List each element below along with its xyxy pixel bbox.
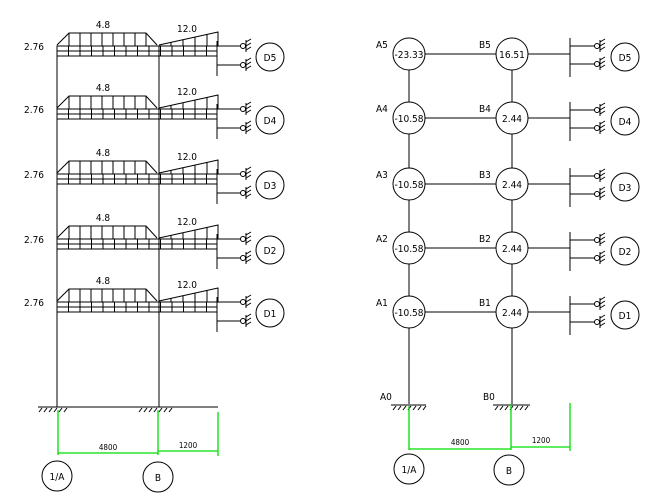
svg-text:D1: D1 xyxy=(264,309,277,320)
svg-text:D4: D4 xyxy=(264,116,277,127)
svg-text:B1: B1 xyxy=(479,298,491,309)
load-label-left: 4.8 xyxy=(96,276,111,287)
svg-text:2.44: 2.44 xyxy=(502,114,522,125)
node-b3: 2.44 B3 xyxy=(479,167,529,201)
height-label: 2.76 xyxy=(24,298,44,309)
svg-text:A5: A5 xyxy=(376,40,388,51)
svg-text:2.44: 2.44 xyxy=(502,180,522,191)
load-label-left: 4.8 xyxy=(96,213,111,224)
svg-text:A3: A3 xyxy=(376,170,388,181)
svg-text:2.44: 2.44 xyxy=(502,308,522,319)
floor-bubble-d2: D2 xyxy=(610,236,640,266)
svg-text:D1: D1 xyxy=(619,311,632,322)
floor-bubble-d1: D1 xyxy=(610,300,640,330)
floor-bubble-d4: D4 xyxy=(610,106,640,136)
load-label-right: 12.0 xyxy=(177,280,197,291)
load-label-left: 4.8 xyxy=(96,20,111,31)
svg-text:A2: A2 xyxy=(376,234,388,245)
floor-bubble-d1: D1 xyxy=(255,298,285,328)
axis-bubble-1a: 1/A xyxy=(41,460,73,492)
node-b4: 2.44 B4 xyxy=(479,101,529,135)
svg-text:2.44: 2.44 xyxy=(502,244,522,255)
load-label-right: 12.0 xyxy=(177,152,197,163)
axis-bubble-b: B xyxy=(142,461,174,493)
svg-text:D4: D4 xyxy=(619,117,632,128)
load-label-right: 12.0 xyxy=(177,217,197,228)
node-b2: 2.44 B2 xyxy=(479,231,529,265)
floor-bubble-d4: D4 xyxy=(255,105,285,135)
load-label-right: 12.0 xyxy=(177,87,197,98)
node-b1: 2.44 B1 xyxy=(479,295,529,329)
load-label-right: 12.0 xyxy=(177,24,197,35)
floor-bubble-d3: D3 xyxy=(610,172,640,202)
floor-bubble-d5: D5 xyxy=(610,42,640,72)
node-a4: -10.58 A4 xyxy=(376,101,426,135)
height-label: 2.76 xyxy=(24,170,44,181)
node-a5: -23.33 A5 xyxy=(376,37,426,71)
floor-bubble-d2: D2 xyxy=(255,235,285,265)
load-label-left: 4.8 xyxy=(96,83,111,94)
load-label-left: 4.8 xyxy=(96,148,111,159)
svg-text:B4: B4 xyxy=(479,104,491,115)
floor-bubble-d3: D3 xyxy=(255,170,285,200)
svg-text:D5: D5 xyxy=(619,53,632,64)
node-a1: -10.58 A1 xyxy=(376,295,426,329)
svg-text:-10.58: -10.58 xyxy=(395,180,424,191)
svg-text:D2: D2 xyxy=(264,246,277,257)
node-a2: -10.58 A2 xyxy=(376,231,426,265)
svg-text:A4: A4 xyxy=(376,104,388,115)
support-a0 xyxy=(391,404,427,411)
svg-text:B: B xyxy=(506,466,512,477)
dimension-1200: 1200 xyxy=(532,436,551,445)
svg-text:B3: B3 xyxy=(479,170,491,181)
height-label: 2.76 xyxy=(24,42,44,53)
right-frame: -23.33A516.51B5D5-10.58A42.44B4D4-10.58A… xyxy=(376,37,640,486)
base-label-a0: A0 xyxy=(380,392,392,403)
svg-text:-10.58: -10.58 xyxy=(395,244,424,255)
base-label-b0: B0 xyxy=(483,392,495,403)
floor-bubble-d5: D5 xyxy=(255,42,285,72)
svg-text:B2: B2 xyxy=(479,234,491,245)
height-label: 2.76 xyxy=(24,235,44,246)
svg-text:D5: D5 xyxy=(264,53,277,64)
svg-text:1/A: 1/A xyxy=(402,465,418,476)
height-label: 2.76 xyxy=(24,105,44,116)
svg-text:D3: D3 xyxy=(619,183,632,194)
svg-text:1/A: 1/A xyxy=(50,472,66,483)
dimension-lines xyxy=(408,403,571,451)
dimension-4800: 4800 xyxy=(99,443,118,452)
dimension-4800: 4800 xyxy=(451,438,470,447)
axis-bubble-1a: 1/A xyxy=(393,453,425,485)
svg-text:16.51: 16.51 xyxy=(499,50,525,61)
svg-text:A1: A1 xyxy=(376,298,388,309)
dimension-lines xyxy=(57,410,219,456)
svg-text:B5: B5 xyxy=(479,40,491,51)
axis-bubble-b: B xyxy=(493,454,525,486)
node-a3: -10.58 A3 xyxy=(376,167,426,201)
svg-text:B: B xyxy=(155,473,161,484)
svg-text:D2: D2 xyxy=(619,247,632,258)
dimension-1200: 1200 xyxy=(179,441,198,450)
svg-text:-10.58: -10.58 xyxy=(395,308,424,319)
svg-text:D3: D3 xyxy=(264,181,277,192)
node-b5: 16.51 B5 xyxy=(479,37,529,71)
svg-text:-10.58: -10.58 xyxy=(395,114,424,125)
ground-hatch xyxy=(38,407,173,413)
svg-text:-23.33: -23.33 xyxy=(395,50,424,61)
